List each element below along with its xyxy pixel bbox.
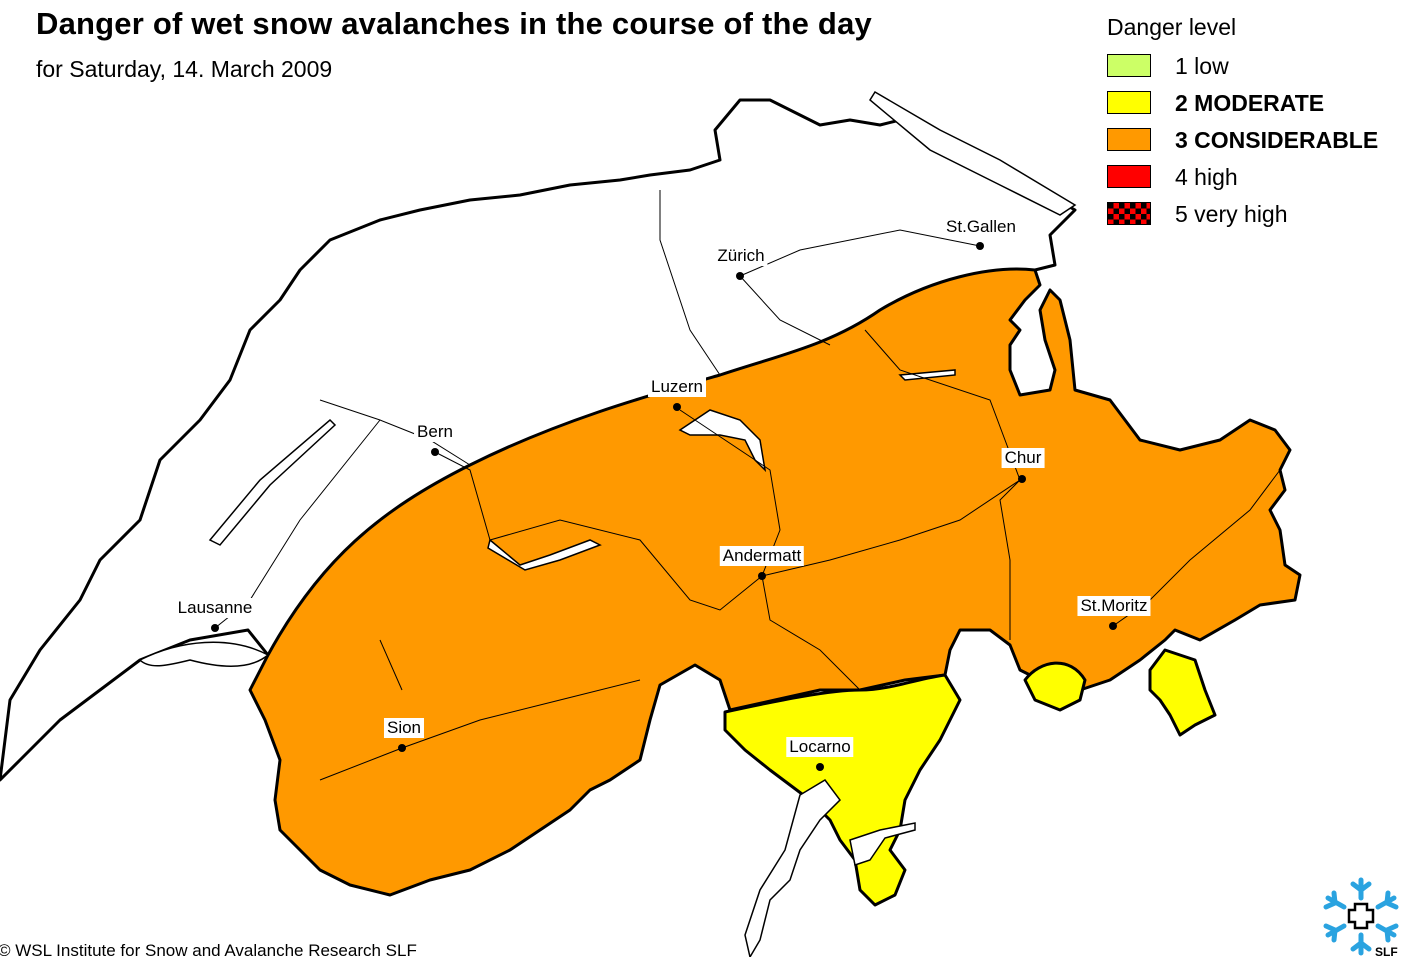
city-label-bern: Bern xyxy=(414,422,456,442)
city-point-chur xyxy=(1018,475,1026,483)
legend-item-low: 1 low xyxy=(1107,51,1407,88)
city-point-sion xyxy=(398,744,406,752)
logo-text: SLF xyxy=(1375,945,1398,959)
city-label-andermatt: Andermatt xyxy=(719,546,805,566)
city-point-zurich xyxy=(736,272,744,280)
map-subtitle: for Saturday, 14. March 2009 xyxy=(36,56,333,82)
copyright-text: © WSL Institute for Snow and Avalanche R… xyxy=(0,941,417,960)
city-label-stgallen: St.Gallen xyxy=(943,217,1019,237)
region-moderate-poschiavo xyxy=(1023,661,1087,712)
city-point-bern xyxy=(431,448,439,456)
lake-neuchatel xyxy=(208,418,337,546)
city-point-luzern xyxy=(673,403,681,411)
snowflake-cross-icon xyxy=(1323,877,1399,956)
lake-luzern xyxy=(678,409,767,473)
city-point-locarno xyxy=(816,763,824,771)
lake-constance xyxy=(869,90,1077,216)
legend-label-very-high: 5 very high xyxy=(1175,201,1288,227)
city-points xyxy=(211,242,1117,771)
legend-swatch-moderate xyxy=(1107,91,1151,114)
city-label-chur: Chur xyxy=(1001,448,1045,468)
legend-item-very-high: 5 very high xyxy=(1107,199,1407,236)
city-point-lausanne xyxy=(211,624,219,632)
map-title: Danger of wet snow avalanches in the cou… xyxy=(36,6,872,41)
city-label-locarno: Locarno xyxy=(786,737,854,757)
legend-swatch-high xyxy=(1107,165,1151,188)
region-moderate-ticino xyxy=(723,673,962,907)
legend: Danger level 1 low 2 MODERATE 3 CONSIDER… xyxy=(1107,14,1407,236)
legend-swatch-low xyxy=(1107,54,1151,77)
region-considerable xyxy=(248,267,1302,897)
city-point-andermatt xyxy=(758,572,766,580)
legend-label-high: 4 high xyxy=(1175,164,1238,190)
city-label-luzern: Luzern xyxy=(648,377,706,397)
city-label-zurich: Zürich xyxy=(714,246,768,266)
lake-thun-brienz xyxy=(487,538,602,571)
legend-label-low: 1 low xyxy=(1175,53,1229,79)
city-label-stmoritz: St.Moritz xyxy=(1077,596,1151,616)
lake-maggiore xyxy=(744,779,841,957)
legend-item-high: 4 high xyxy=(1107,162,1407,199)
lake-walen xyxy=(898,369,956,381)
legend-item-considerable: 3 CONSIDERABLE xyxy=(1107,125,1407,162)
city-point-stmoritz xyxy=(1109,622,1117,630)
legend-swatch-considerable xyxy=(1107,128,1151,151)
city-point-stgallen xyxy=(976,242,984,250)
legend-item-moderate: 2 MODERATE xyxy=(1107,88,1407,125)
legend-title: Danger level xyxy=(1107,14,1237,40)
lake-geneva xyxy=(138,641,270,667)
legend-label-moderate: 2 MODERATE xyxy=(1175,90,1325,116)
legend-swatch-very-high xyxy=(1107,202,1151,225)
city-label-sion: Sion xyxy=(383,718,425,738)
lake-lugano xyxy=(849,822,916,866)
legend-label-considerable: 3 CONSIDERABLE xyxy=(1175,127,1379,153)
region-moderate-muestair xyxy=(1148,648,1217,737)
city-label-lausanne: Lausanne xyxy=(174,598,256,618)
